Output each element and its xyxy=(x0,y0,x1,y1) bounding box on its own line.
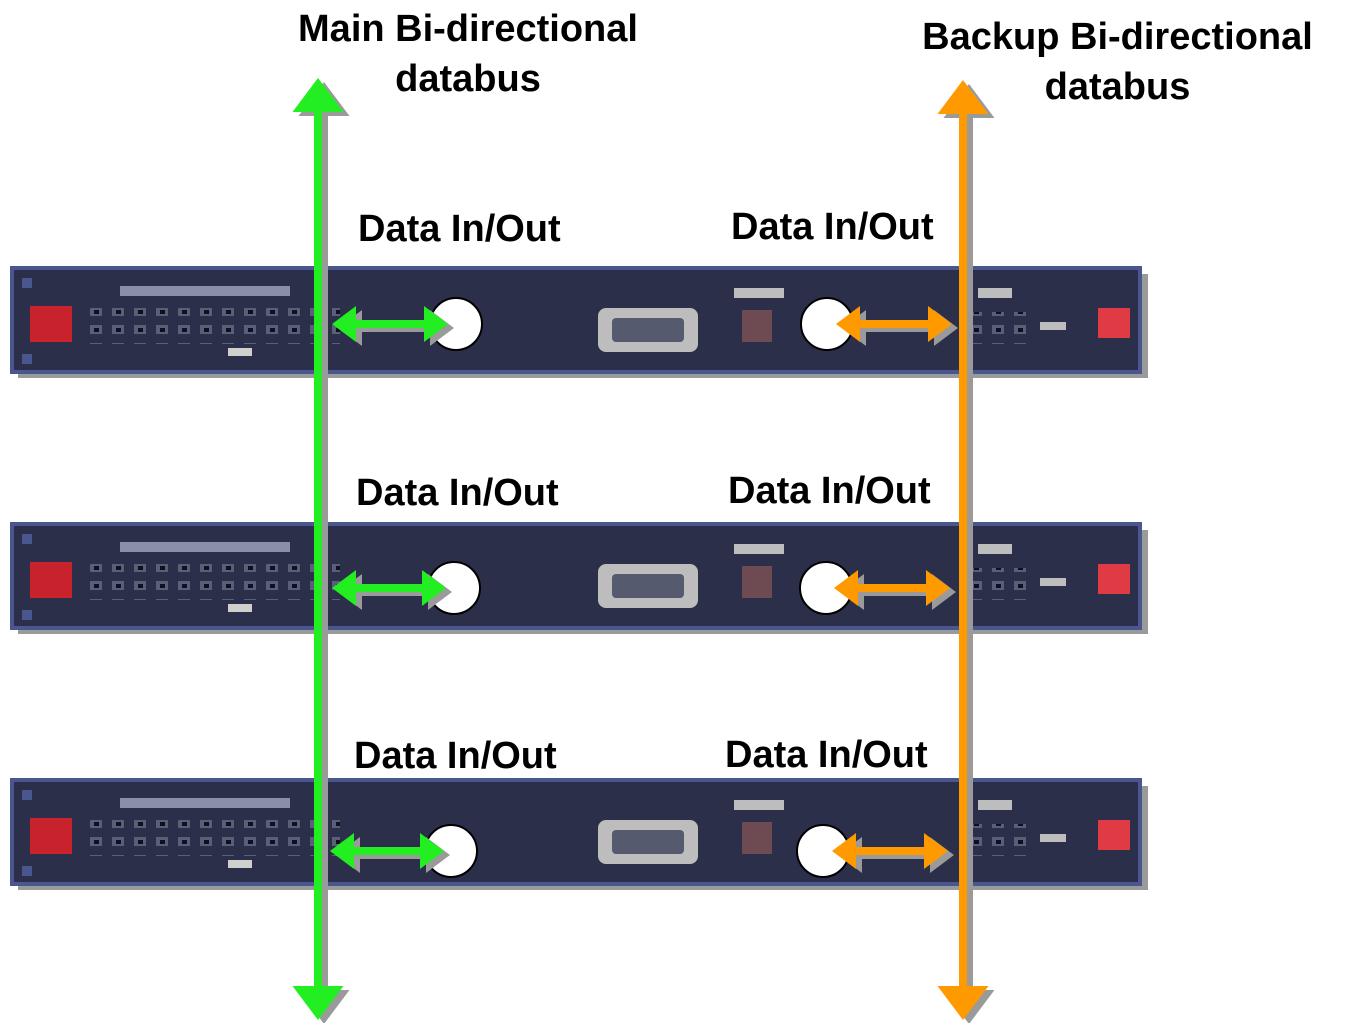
backup-link-arrow-1 xyxy=(836,306,958,346)
output-knobs xyxy=(966,568,1026,600)
control-knobs xyxy=(80,308,340,344)
status-block xyxy=(1098,564,1130,594)
selector-label xyxy=(734,288,784,298)
control-knobs xyxy=(80,564,340,600)
backup-bus-title-line1: Backup Bi-directional xyxy=(922,16,1313,58)
rack-screw xyxy=(22,610,32,620)
model-label xyxy=(120,542,290,552)
output-label xyxy=(978,544,1012,554)
backup-link-arrow-2 xyxy=(834,570,956,610)
rack-screw xyxy=(22,354,32,364)
power-block xyxy=(30,562,72,598)
indicator xyxy=(1040,578,1066,586)
rack-unit-1 xyxy=(10,266,1148,378)
selector-switch xyxy=(742,566,772,598)
model-label xyxy=(120,798,290,808)
indicator xyxy=(228,604,252,612)
selector-switch xyxy=(742,310,772,342)
backup-bus-line xyxy=(937,80,995,1023)
indicator xyxy=(1040,322,1066,330)
main-bus-line xyxy=(292,78,350,1023)
selector-switch xyxy=(742,822,772,854)
backup-bus-title: Backup Bi-directional databus xyxy=(900,12,1335,112)
model-label xyxy=(120,286,290,296)
unit-3-left-label: Data In/Out xyxy=(354,735,557,777)
rack-unit-body xyxy=(10,522,1142,630)
unit-3-right-label: Data In/Out xyxy=(725,734,928,776)
display-screen xyxy=(612,318,684,342)
output-label xyxy=(978,288,1012,298)
main-link-arrow-3 xyxy=(330,833,450,873)
rack-screw xyxy=(22,790,32,800)
rack-screw xyxy=(22,534,32,544)
indicator xyxy=(1040,834,1066,842)
power-block xyxy=(30,306,72,342)
rack-unit-2 xyxy=(10,522,1148,634)
selector-label xyxy=(734,800,784,810)
main-link-arrow-2 xyxy=(332,570,452,610)
main-bus-title-line2: databus xyxy=(395,58,541,100)
indicator xyxy=(228,860,252,868)
rack-unit-3 xyxy=(10,778,1148,890)
status-block xyxy=(1098,308,1130,338)
indicator xyxy=(228,348,252,356)
backup-link-arrow-3 xyxy=(832,833,954,873)
main-bus-title-line1: Main Bi-directional xyxy=(298,8,638,50)
unit-1-right-label: Data In/Out xyxy=(731,206,934,248)
unit-2-right-label: Data In/Out xyxy=(728,470,931,512)
selector-label xyxy=(734,544,784,554)
status-block xyxy=(1098,820,1130,850)
output-knobs xyxy=(966,312,1026,344)
output-knobs xyxy=(966,824,1026,856)
display-screen xyxy=(612,574,684,598)
display-screen xyxy=(612,830,684,854)
unit-1-left-label: Data In/Out xyxy=(358,208,561,250)
backup-bus-title-line2: databus xyxy=(1044,66,1191,108)
rack-screw xyxy=(22,866,32,876)
output-label xyxy=(978,800,1012,810)
main-bus-title: Main Bi-directional databus xyxy=(278,4,658,104)
main-link-arrow-1 xyxy=(332,306,454,346)
power-block xyxy=(30,818,72,854)
unit-2-left-label: Data In/Out xyxy=(356,472,559,514)
rack-screw xyxy=(22,278,32,288)
control-knobs xyxy=(80,820,340,856)
